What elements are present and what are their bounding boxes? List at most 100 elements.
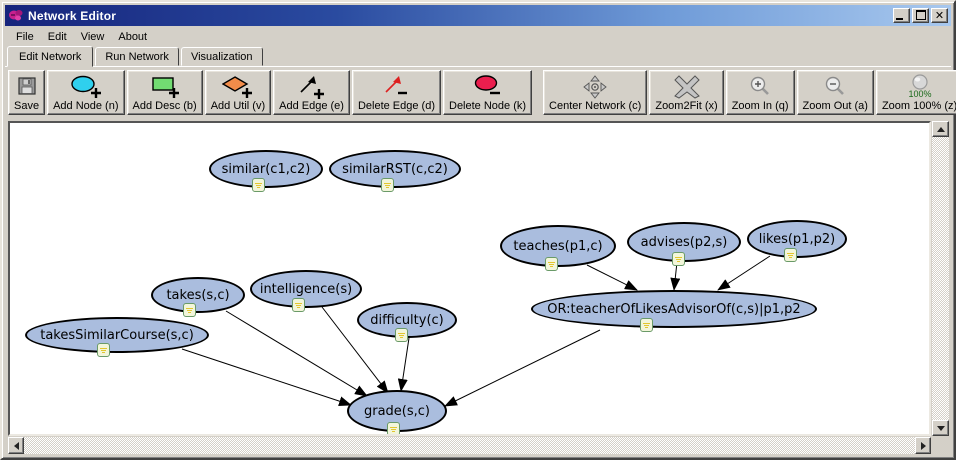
node-handle-icon[interactable] [183, 303, 196, 317]
add-edge-label: Add Edge (e) [279, 100, 344, 112]
magnifier-100-icon: 100% [903, 73, 937, 100]
node-handle-icon[interactable] [381, 178, 394, 192]
graph-node-intelligence[interactable]: intelligence(s) [250, 270, 362, 308]
zoom2fit-label: Zoom2Fit (x) [655, 100, 718, 112]
red-arrow-minus-icon [381, 73, 411, 100]
delete-node-button[interactable]: Delete Node (k) [443, 70, 533, 115]
save-button[interactable]: Save [8, 70, 46, 115]
add-edge-button[interactable]: Add Edge (e) [273, 70, 350, 115]
graph-node-label: similar(c1,c2) [221, 161, 311, 177]
zoom-out-button[interactable]: Zoom Out (a) [796, 70, 874, 115]
graph-edge-advises-to-or[interactable] [670, 261, 681, 291]
graph-node-or[interactable]: OR:teacherOfLikesAdvisorOf(c,s)|p1,p2 [531, 290, 817, 328]
graph-edge-difficulty-to-grade[interactable] [397, 337, 410, 392]
center-network-button[interactable]: Center Network (c) [543, 70, 648, 115]
graph-node-label: advises(p2,s) [640, 234, 728, 250]
zoom-100-label: Zoom 100% (z) [881, 100, 956, 112]
menu-bar: File Edit View About [5, 26, 951, 45]
zoom-out-label: Zoom Out (a) [802, 100, 868, 112]
up-arrow-icon [936, 123, 945, 132]
node-handle-icon[interactable] [395, 328, 408, 342]
node-handle-icon[interactable] [97, 343, 110, 357]
cyan-ellipse-plus-icon [69, 73, 103, 100]
red-ellipse-minus-icon [472, 73, 504, 100]
graph-node-teaches[interactable]: teaches(p1,c) [500, 225, 616, 267]
node-handle-icon[interactable] [545, 257, 558, 271]
node-handle-icon[interactable] [292, 298, 305, 312]
graph-node-difficulty[interactable]: difficulty(c) [357, 302, 457, 338]
network-canvas[interactable]: similar(c1,c2) similarRST(c,c2) teaches(p1… [8, 121, 931, 436]
maximize-button[interactable] [912, 8, 929, 23]
tab-row: Edit Network Run Network Visualization [5, 45, 951, 67]
add-desc-button[interactable]: Add Desc (b) [126, 70, 203, 115]
graph-node-takes[interactable]: takes(s,c) [151, 277, 245, 313]
node-handle-icon[interactable] [672, 252, 685, 266]
graph-edge-takes-to-grade[interactable] [225, 310, 368, 397]
horizontal-scrollbar[interactable] [8, 437, 931, 454]
scroll-down-button[interactable] [932, 420, 949, 436]
zoom-in-label: Zoom In (q) [731, 100, 789, 112]
graph-node-likes[interactable]: likes(p1,p2) [747, 220, 847, 258]
graph-node-similar[interactable]: similar(c1,c2) [209, 150, 323, 188]
scrollbar-corner [932, 437, 949, 454]
graph-node-label: intelligence(s) [259, 281, 353, 297]
graph-nodes-layer: similar(c1,c2) similarRST(c,c2) teaches(p1… [10, 123, 929, 434]
vertical-scrollbar[interactable] [932, 121, 949, 436]
floppy-disk-icon [17, 73, 37, 100]
graph-node-label: takesSimilarCourse(s,c) [40, 327, 194, 343]
minimize-button[interactable] [893, 8, 910, 23]
title-bar: Network Editor ✕ [5, 5, 951, 26]
scroll-left-button[interactable] [8, 437, 24, 454]
graph-node-similarRST[interactable]: similarRST(c,c2) [329, 150, 461, 188]
graph-node-label: teaches(p1,c) [513, 238, 603, 254]
center-network-label: Center Network (c) [549, 100, 642, 112]
menu-item-file[interactable]: File [16, 30, 34, 43]
node-handle-icon[interactable] [387, 422, 400, 434]
tab-visualization[interactable]: Visualization [180, 47, 263, 66]
delete-node-label: Delete Node (k) [449, 100, 527, 112]
graph-edge-takesSimilarCourse-to-grade[interactable] [181, 348, 352, 406]
app-icon [9, 10, 23, 21]
graph-node-takesSimilarCourse[interactable]: takesSimilarCourse(s,c) [25, 317, 209, 353]
node-handle-icon[interactable] [252, 178, 265, 192]
tab-run-network[interactable]: Run Network [95, 47, 179, 66]
scroll-right-button[interactable] [915, 437, 931, 454]
graph-node-label: OR:teacherOfLikesAdvisorOf(c,s)|p1,p2 [547, 301, 801, 317]
add-node-button[interactable]: Add Node (n) [47, 70, 125, 115]
save-label: Save [14, 100, 40, 112]
add-util-label: Add Util (v) [210, 100, 266, 112]
window-title: Network Editor [28, 8, 117, 23]
center-arrows-icon [581, 73, 609, 100]
scroll-up-button[interactable] [932, 121, 949, 137]
green-rect-plus-icon [149, 73, 181, 100]
close-button[interactable]: ✕ [931, 8, 948, 23]
zoom2fit-button[interactable]: Zoom2Fit (x) [649, 70, 724, 115]
zoom-in-button[interactable]: Zoom In (q) [725, 70, 795, 115]
left-arrow-icon [10, 441, 19, 450]
zoom-fit-icon [673, 73, 700, 100]
add-desc-label: Add Desc (b) [132, 100, 197, 112]
node-handle-icon[interactable] [784, 248, 797, 262]
tab-edit-network[interactable]: Edit Network [7, 46, 94, 67]
menu-item-view[interactable]: View [80, 30, 105, 43]
add-util-button[interactable]: Add Util (v) [204, 70, 272, 115]
delete-edge-button[interactable]: Delete Edge (d) [351, 70, 441, 115]
node-handle-icon[interactable] [640, 318, 653, 332]
graph-edge-teaches-to-or[interactable] [586, 264, 638, 291]
graph-edge-intelligence-to-grade[interactable] [321, 306, 389, 394]
menu-item-edit[interactable]: Edit [47, 30, 67, 43]
graph-edge-or-to-grade[interactable] [444, 329, 601, 407]
graph-node-label: takes(s,c) [166, 287, 230, 303]
toolbar: Save Add Node (n) Add Desc (b) [5, 66, 956, 118]
add-node-label: Add Node (n) [53, 100, 119, 112]
graph-edges-layer [181, 255, 771, 407]
graph-node-label: grade(s,c) [363, 403, 430, 419]
graph-node-label: likes(p1,p2) [758, 231, 836, 247]
menu-item-about[interactable]: About [118, 30, 148, 43]
graph-node-label: difficulty(c) [370, 312, 444, 328]
arrow-plus-icon [297, 73, 327, 100]
orange-diamond-plus-icon [221, 73, 254, 100]
zoom-100-button[interactable]: 100% Zoom 100% (z) [875, 70, 956, 115]
graph-edge-likes-to-or[interactable] [717, 255, 771, 291]
